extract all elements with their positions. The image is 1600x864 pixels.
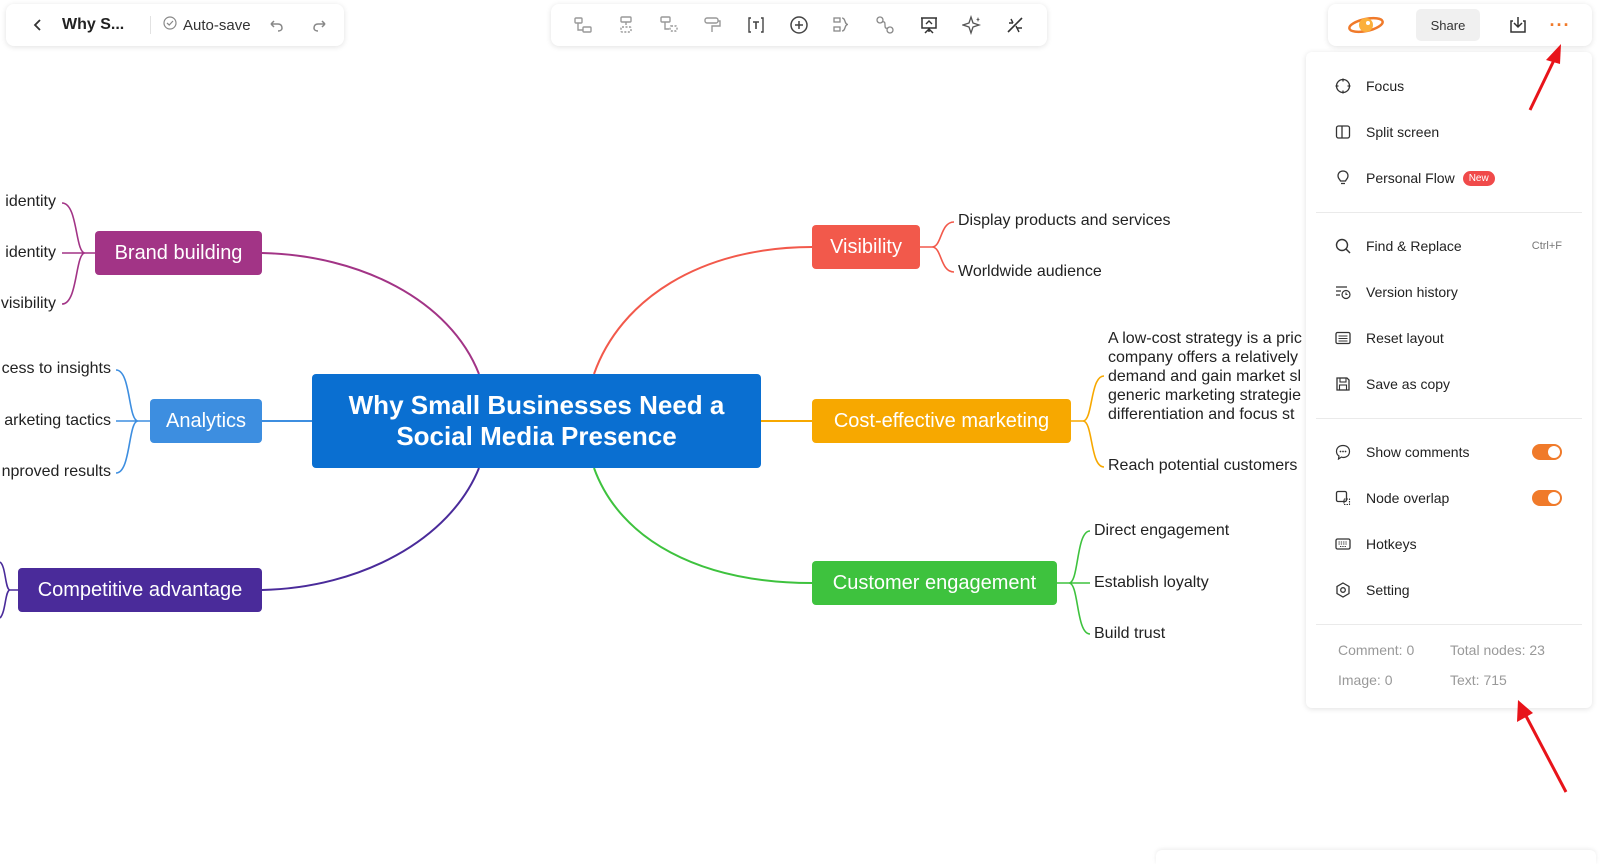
menu-label: Split screen xyxy=(1366,124,1440,140)
menu-label: Find & Replace xyxy=(1366,238,1462,254)
node-overlap-icon xyxy=(1334,489,1352,507)
right-toolbar: Share ··· xyxy=(1328,4,1592,46)
divider xyxy=(150,16,151,34)
check-circle-icon xyxy=(163,16,177,34)
ai-sparkle-icon[interactable] xyxy=(956,9,988,41)
paragraph-line: differentiation and focus st xyxy=(1108,406,1295,423)
menu-label: Focus xyxy=(1366,78,1405,94)
subtopic-icon[interactable] xyxy=(610,9,642,41)
autosave-label: Auto-save xyxy=(183,16,251,34)
menu-divider xyxy=(1316,212,1582,213)
menu-label: Reset layout xyxy=(1366,330,1444,346)
show-comments-toggle[interactable] xyxy=(1532,444,1562,460)
paragraph-line: A low-cost strategy is a pric xyxy=(1108,330,1302,347)
paragraph-line: demand and gain market sl xyxy=(1108,368,1301,385)
insert-icon[interactable] xyxy=(783,9,815,41)
menu-label: Version history xyxy=(1366,284,1458,300)
branch-cost-effective-marketing[interactable]: Cost-effective marketing xyxy=(812,399,1071,443)
leaf-engagement-2[interactable]: Establish loyalty xyxy=(1094,574,1209,591)
undo-icon[interactable] xyxy=(261,10,291,40)
relationship-icon[interactable] xyxy=(869,9,901,41)
paragraph-line: generic marketing strategie xyxy=(1108,387,1301,404)
paragraph-line: company offers a relatively xyxy=(1108,349,1299,366)
leaf-analytics-3[interactable]: nproved results xyxy=(1,463,111,480)
leaf-cost-paragraph[interactable]: A low-cost strategy is a pric company of… xyxy=(1108,329,1306,425)
leaf-brand-2[interactable]: identity xyxy=(5,244,56,261)
menu-label: Personal Flow xyxy=(1366,170,1455,186)
leaf-engagement-1[interactable]: Direct engagement xyxy=(1094,522,1230,539)
redo-icon[interactable] xyxy=(305,10,335,40)
save-icon xyxy=(1334,375,1352,393)
shortcut-label: Ctrl+F xyxy=(1531,240,1562,252)
presentation-icon[interactable] xyxy=(913,9,945,41)
leaf-brand-1[interactable]: identity xyxy=(5,193,56,210)
clear-format-icon[interactable] xyxy=(999,9,1031,41)
app-logo-icon[interactable] xyxy=(1346,10,1386,40)
menu-item-reset-layout[interactable]: Reset layout xyxy=(1306,318,1592,358)
download-icon[interactable] xyxy=(1502,9,1534,41)
menu-label: Hotkeys xyxy=(1366,536,1417,552)
share-button[interactable]: Share xyxy=(1416,9,1480,41)
menu-item-find-replace[interactable]: Find & Replace Ctrl+F xyxy=(1306,226,1592,266)
menu-item-version-history[interactable]: Version history xyxy=(1306,272,1592,312)
leaf-engagement-3[interactable]: Build trust xyxy=(1094,625,1166,642)
branch-analytics[interactable]: Analytics xyxy=(150,399,262,443)
menu-item-show-comments[interactable]: Show comments xyxy=(1306,432,1592,472)
text-count: Text: 715 xyxy=(1450,672,1507,688)
branch-competitive-advantage[interactable]: Competitive advantage xyxy=(18,568,262,612)
menu-item-personal-flow[interactable]: Personal Flow New xyxy=(1306,158,1592,198)
more-options-menu: Focus Split screen Personal Flow New Fin… xyxy=(1306,52,1592,708)
branch-visibility[interactable]: Visibility xyxy=(812,225,920,269)
menu-item-save-as-copy[interactable]: Save as copy xyxy=(1306,364,1592,404)
new-badge: New xyxy=(1462,170,1495,186)
sibling-topic-icon[interactable] xyxy=(567,9,599,41)
menu-divider xyxy=(1316,624,1582,625)
bottom-panel-edge xyxy=(1156,850,1596,864)
total-nodes-count: Total nodes: 23 xyxy=(1450,642,1545,658)
menu-label: Show comments xyxy=(1366,444,1470,460)
leaf-analytics-2[interactable]: arketing tactics xyxy=(4,412,111,429)
menu-item-focus[interactable]: Focus xyxy=(1306,66,1592,106)
document-title[interactable]: Why S... xyxy=(62,16,125,33)
branch-brand-building[interactable]: Brand building xyxy=(95,231,262,275)
split-screen-icon xyxy=(1334,123,1352,141)
focus-icon xyxy=(1334,77,1352,95)
gear-icon xyxy=(1334,581,1352,599)
node-overlap-toggle[interactable] xyxy=(1532,490,1562,506)
more-options-icon[interactable]: ··· xyxy=(1549,14,1571,35)
central-topic[interactable]: Why Small Businesses Need a Social Media… xyxy=(312,374,761,468)
reset-layout-icon xyxy=(1334,329,1352,347)
menu-divider xyxy=(1316,418,1582,419)
menu-label: Save as copy xyxy=(1366,376,1451,392)
menu-item-node-overlap[interactable]: Node overlap xyxy=(1306,478,1592,518)
image-count: Image: 0 xyxy=(1338,672,1393,688)
autosave-status: Auto-save xyxy=(163,16,251,34)
menu-item-setting[interactable]: Setting xyxy=(1306,570,1592,610)
lightbulb-icon xyxy=(1334,169,1352,187)
comment-count: Comment: 0 xyxy=(1338,642,1415,658)
menu-label: Setting xyxy=(1366,582,1410,598)
summary-icon[interactable] xyxy=(826,9,858,41)
menu-label: Node overlap xyxy=(1366,490,1450,506)
leaf-visibility-2[interactable]: Worldwide audience xyxy=(958,263,1102,280)
menu-item-hotkeys[interactable]: Hotkeys xyxy=(1306,524,1592,564)
keyboard-icon xyxy=(1334,535,1352,553)
leaf-analytics-1[interactable]: cess to insights xyxy=(1,360,111,377)
left-toolbar: Why S... Auto-save xyxy=(6,4,344,46)
version-history-icon xyxy=(1334,283,1352,301)
insert-toolbar xyxy=(551,4,1047,46)
text-icon[interactable] xyxy=(740,9,772,41)
format-painter-icon[interactable] xyxy=(696,9,728,41)
parent-topic-icon[interactable] xyxy=(653,9,685,41)
leaf-cost-1[interactable]: Reach potential customers xyxy=(1108,457,1298,474)
branch-customer-engagement[interactable]: Customer engagement xyxy=(812,561,1057,605)
leaf-visibility-1[interactable]: Display products and services xyxy=(958,212,1171,229)
leaf-brand-3[interactable]: visibility xyxy=(0,295,56,312)
menu-item-split-screen[interactable]: Split screen xyxy=(1306,112,1592,152)
comment-icon xyxy=(1334,443,1352,461)
back-icon[interactable] xyxy=(20,7,56,43)
search-icon xyxy=(1334,237,1352,255)
